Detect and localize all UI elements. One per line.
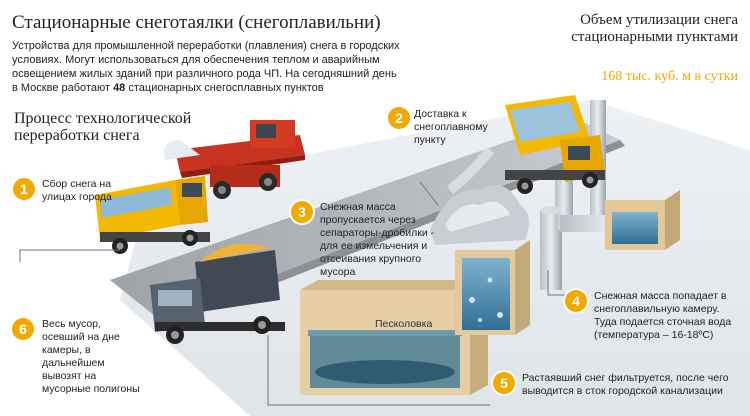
intro-after: стационарных снегосплавных пунктов (125, 82, 324, 94)
step-4-badge: 4 (565, 290, 587, 312)
step-5-text: Растаявший снег фильтруется, после чего … (522, 372, 729, 397)
intro-before: Устройства для промышленной переработки … (12, 40, 400, 94)
callout-lines (19, 181, 565, 406)
step-6-text: Весь мусор, осевший на дне камеры, в дал… (42, 318, 140, 395)
step-4-text: Снежная масса попадает в снегоплавильную… (594, 290, 732, 341)
snow-loader (164, 120, 305, 199)
sand-trap-tank (300, 280, 488, 395)
step-1-badge: 1 (13, 178, 35, 200)
volume-value: 168 тыс. куб. м в сутки (601, 69, 738, 84)
step-3-text: Снежная масса пропускается через сепарат… (320, 201, 435, 278)
snow-pile (430, 185, 529, 245)
intro-count: 48 (113, 82, 126, 94)
step-2-text: Доставка к снегоплавному пункту (414, 108, 488, 146)
truck-collecting (95, 176, 210, 254)
reservoir (605, 190, 680, 250)
truck-garbage (150, 243, 285, 344)
sand-trap-label: Песколовка (375, 318, 433, 330)
truck-delivery (446, 95, 605, 194)
step-5-badge: 5 (493, 372, 515, 394)
step-2-badge: 2 (388, 107, 410, 129)
intro-text: Устройства для промышленной переработки … (12, 39, 402, 95)
step-3-badge: 3 (291, 201, 313, 223)
step-6-badge: 6 (12, 318, 34, 340)
melting-chamber (455, 240, 530, 335)
page-title: Стационарные снеготаялки (снегоплавильни… (12, 12, 381, 33)
step-1-text: Сбор снега на улицах города (42, 178, 112, 203)
process-title: Процесс технологической переработки снег… (14, 110, 192, 144)
volume-label: Объем утилизации снега стационарными пун… (571, 12, 738, 45)
